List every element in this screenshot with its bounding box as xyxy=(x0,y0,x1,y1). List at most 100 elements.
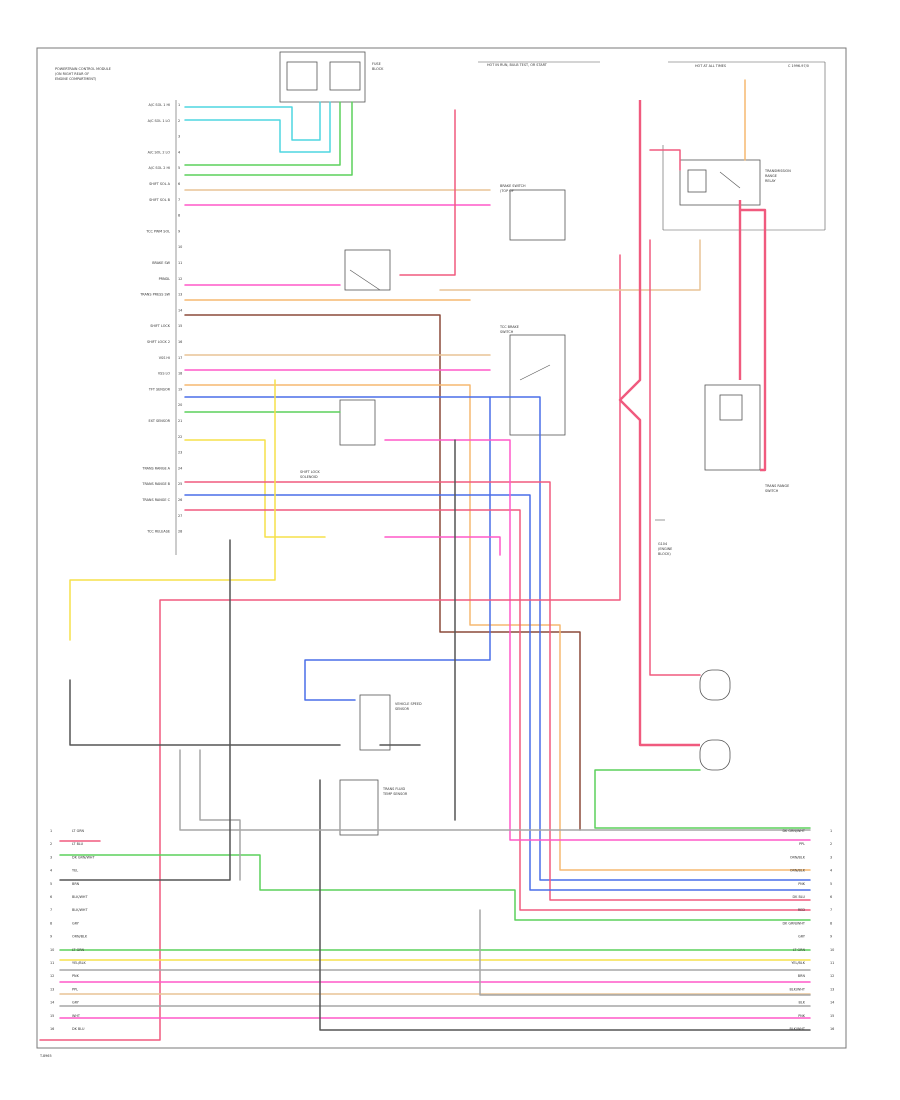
pcm-pin-number: 20 xyxy=(178,403,182,407)
bottom-row-number: 7 xyxy=(50,908,52,912)
pcm-pin-number: 17 xyxy=(178,356,182,360)
wire-green-b1 xyxy=(59,854,811,921)
pcm-pin-number: 14 xyxy=(178,308,182,312)
bottom-row-number: 6 xyxy=(830,895,832,899)
bottom-row-number: 10 xyxy=(830,948,834,952)
bottom-row-number: 16 xyxy=(830,1027,834,1031)
shift-lock-relay xyxy=(344,249,391,291)
bottom-row-number: 11 xyxy=(830,961,834,965)
bottom-row-number: 3 xyxy=(830,855,832,859)
pcm-pin-number: 13 xyxy=(178,293,182,297)
pcm-pin-label: SHIFT SOL A xyxy=(149,182,171,186)
svg-text:BLOCK): BLOCK) xyxy=(658,552,671,556)
pcm-pin-label: TFT SENSOR xyxy=(148,387,171,391)
wire-brown-1 xyxy=(184,314,581,831)
hot-in-run-label: HOT IN RUN, BULB TEST, OR START xyxy=(487,63,548,67)
wire-black-right xyxy=(379,439,456,821)
tft-sensor: TRANS FLUID TEMP SENSOR xyxy=(339,779,408,836)
bottom-row-number: 4 xyxy=(830,869,832,873)
wire-red-tr3 xyxy=(184,509,811,911)
fuse-block: FUSE BLOCK xyxy=(279,51,384,103)
wire-green-2 xyxy=(184,101,353,176)
wire-red-fuse xyxy=(399,109,456,276)
diagram-frame xyxy=(36,47,847,1049)
bottom-row-number: 9 xyxy=(50,935,52,939)
pcm-pin-number: 27 xyxy=(178,514,182,518)
svg-text:SOLENOID: SOLENOID xyxy=(300,475,318,479)
pcm-pin-label: A/C SOL 1 LO xyxy=(148,119,171,123)
wire-yellow-2 xyxy=(69,379,276,641)
bottom-row-number: 5 xyxy=(50,882,52,886)
pcm-pin-number: 3 xyxy=(178,135,180,139)
svg-text:RANGE: RANGE xyxy=(765,174,777,178)
bottom-left-wire-label: BLK/WHT xyxy=(72,895,88,899)
bottom-row-number: 1 xyxy=(50,829,52,833)
svg-text:POWERTRAIN CONTROL MODULE: POWERTRAIN CONTROL MODULE xyxy=(55,67,111,71)
pcm-pin-label: A/C SOL 2 HI xyxy=(149,166,170,170)
bottom-right-wire-label: PNK xyxy=(798,1014,806,1018)
svg-text:RELAY: RELAY xyxy=(765,179,777,183)
pcm-pin-number: 9 xyxy=(178,229,180,233)
bottom-left-wire-label: YEL/BLK xyxy=(72,961,86,965)
bottom-right-wire-label: BLK xyxy=(799,1001,806,1005)
pcm-pin-label: EXT SENSOR xyxy=(148,419,170,423)
bottom-right-wire-label: DK GRN/WHT xyxy=(782,829,805,833)
wire-red-thick-2 xyxy=(738,200,767,472)
pcm-pin-number: 21 xyxy=(178,419,182,423)
pcm-pin-number: 2 xyxy=(178,119,180,123)
pcm-pin-label: PRNDL xyxy=(159,277,171,281)
bottom-left-wire-label: LT GRN xyxy=(72,948,85,952)
svg-text:VEHICLE SPEED: VEHICLE SPEED xyxy=(395,702,422,706)
bottom-left-wire-label: LT BLU xyxy=(72,842,84,846)
bottom-left-wire-label: YEL xyxy=(72,869,78,873)
pcm-pin-number: 5 xyxy=(178,166,180,170)
pcm-pin-label: BRAKE SW xyxy=(152,261,170,265)
wire-blue-tr2 xyxy=(184,494,811,891)
pcm-pin-label: VSS LO xyxy=(158,372,170,376)
bottom-left-wire-label: DK BLU xyxy=(72,1027,85,1031)
bottom-row-number: 10 xyxy=(50,948,54,952)
bottom-row-number: 9 xyxy=(830,935,832,939)
bottom-left-wire-label: GRY xyxy=(72,1001,80,1005)
svg-text:TRANS RANGE: TRANS RANGE xyxy=(764,484,789,488)
pcm-pin-number: 15 xyxy=(178,324,182,328)
svg-text:ENGINE COMPARTMENT): ENGINE COMPARTMENT) xyxy=(55,77,97,81)
pcm-pin-number: 6 xyxy=(178,182,180,186)
bottom-left-wire-label: BLK/WHT xyxy=(72,908,88,912)
bottom-row-number: 6 xyxy=(50,895,52,899)
bottom-left-wire-label: BRN xyxy=(72,882,80,886)
bottom-right-wire-label: RED xyxy=(798,908,805,912)
pcm-pin-number: 24 xyxy=(178,466,182,470)
svg-text:TCC BRAKE: TCC BRAKE xyxy=(499,325,519,329)
wire-gray-mid xyxy=(479,909,811,996)
pcm-pin-number: 10 xyxy=(178,245,182,249)
bottom-right-wire-label: PPL xyxy=(799,842,805,846)
pcm-pin-label: TCC RELEASE xyxy=(146,530,170,534)
bottom-row-number: 13 xyxy=(50,987,54,991)
bottom-row-number: 12 xyxy=(830,974,834,978)
bottom-row-number: 14 xyxy=(50,1001,54,1005)
bottom-row-number: 8 xyxy=(830,921,832,925)
wire-blue-2 xyxy=(489,396,811,881)
bottom-right-wire-label: DK GRN/WHT xyxy=(782,921,805,925)
wire-pink-sl xyxy=(384,439,811,841)
svg-text:SENSOR: SENSOR xyxy=(395,707,410,711)
bottom-row-number: 15 xyxy=(50,1014,54,1018)
wire-green-bottom xyxy=(594,769,811,829)
page-ref: C 1996-97/0 xyxy=(788,64,809,68)
pcm-pin-label: A/C SOL 1 HI xyxy=(149,103,170,107)
svg-text:FUSE: FUSE xyxy=(372,62,381,66)
svg-text:SHIFT LOCK: SHIFT LOCK xyxy=(300,470,321,474)
pcm-pin-number: 23 xyxy=(178,451,182,455)
bottom-row-number: 11 xyxy=(50,961,54,965)
wire-cyan-1 xyxy=(184,101,321,141)
pcm-pin-label: TRANS RANGE A xyxy=(141,466,170,470)
bottom-left-wire-label: ORN/BLK xyxy=(72,935,88,939)
wires xyxy=(39,79,811,1041)
svg-text:TRANSMISSION: TRANSMISSION xyxy=(764,169,791,173)
bottom-right-wire-label: DK BLU xyxy=(793,895,806,899)
wire-gray-vert xyxy=(179,749,811,881)
